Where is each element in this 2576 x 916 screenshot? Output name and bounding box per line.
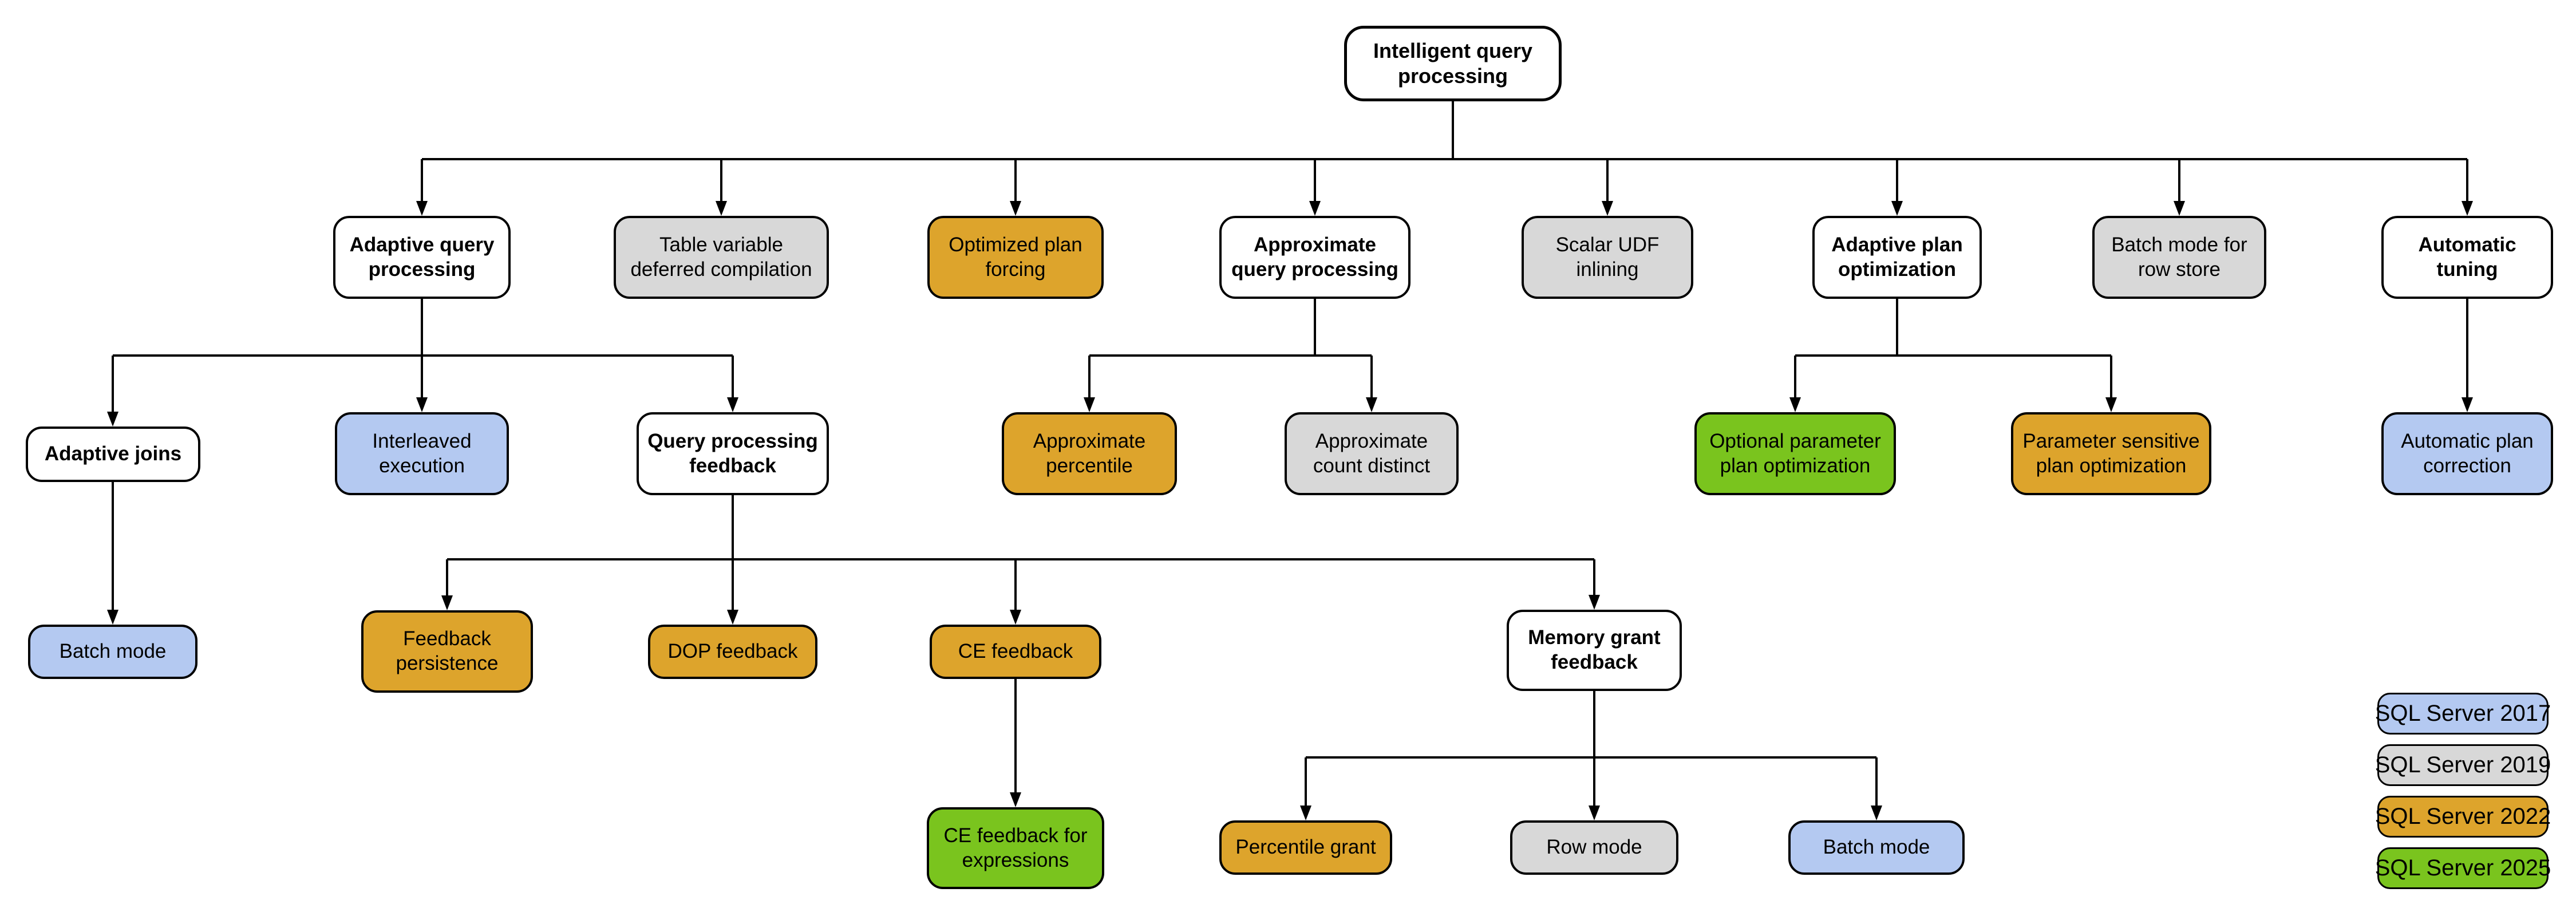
node-label: Parameter sensitive plan optimization — [2022, 429, 2200, 477]
node-table-variable-deferred-compilation: Table variable deferred compilation — [614, 216, 829, 299]
arrowhead-icon — [1010, 610, 1021, 625]
arrowhead-icon — [1589, 595, 1600, 610]
node-adaptive-query-processing: Adaptive query processing — [333, 216, 511, 299]
node-batch-mode-adaptive-joins: Batch mode — [28, 625, 197, 679]
arrowhead-icon — [2462, 201, 2473, 216]
arrowhead-icon — [1309, 201, 1321, 216]
node-optimized-plan-forcing: Optimized plan forcing — [927, 216, 1104, 299]
node-feedback-persistence: Feedback persistence — [361, 610, 533, 693]
node-intelligent-query-processing: Intelligent query processing — [1344, 26, 1562, 101]
node-adaptive-joins: Adaptive joins — [26, 427, 200, 482]
arrowhead-icon — [416, 201, 428, 216]
arrowhead-icon — [1789, 397, 1801, 412]
node-label: Table variable deferred compilation — [630, 233, 812, 281]
node-optional-parameter-plan-optimization: Optional parameter plan optimization — [1694, 412, 1896, 495]
node-label: Automatic tuning — [2418, 233, 2516, 281]
node-interleaved-execution: Interleaved execution — [335, 412, 509, 495]
node-approximate-count-distinct: Approximate count distinct — [1285, 412, 1459, 495]
arrowhead-icon — [727, 610, 738, 625]
node-dop-feedback: DOP feedback — [648, 625, 817, 679]
arrowhead-icon — [1871, 806, 1882, 820]
node-label: Optional parameter plan optimization — [1709, 429, 1881, 477]
node-label: Approximate percentile — [1033, 429, 1146, 477]
arrowhead-icon — [2174, 201, 2185, 216]
node-label: Approximate query processing — [1231, 233, 1398, 281]
node-adaptive-plan-optimization: Adaptive plan optimization — [1812, 216, 1982, 299]
arrowhead-icon — [1602, 201, 1613, 216]
node-label: Feedback persistence — [396, 627, 499, 674]
arrowhead-icon — [416, 397, 428, 412]
legend-label: SQL Server 2019 — [2374, 752, 2551, 777]
legend-item-sql-server-2025: SQL Server 2025 — [2374, 847, 2551, 889]
node-label: CE feedback for expressions — [943, 824, 1088, 871]
node-ce-feedback: CE feedback — [930, 625, 1101, 679]
node-label: Adaptive query processing — [349, 233, 495, 281]
node-query-processing-feedback: Query processing feedback — [637, 412, 829, 495]
node-label: Optimized plan forcing — [949, 233, 1082, 281]
node-label: Percentile grant — [1235, 836, 1376, 859]
legend-label: SQL Server 2025 — [2374, 855, 2551, 881]
node-automatic-plan-correction: Automatic plan correction — [2381, 412, 2553, 495]
node-label: Memory grant feedback — [1528, 626, 1661, 673]
arrowhead-icon — [107, 610, 118, 625]
node-approximate-percentile: Approximate percentile — [1002, 412, 1177, 495]
node-label: Batch mode — [1823, 836, 1930, 859]
arrowhead-icon — [716, 201, 727, 216]
legend-item-sql-server-2019: SQL Server 2019 — [2374, 744, 2551, 786]
legend-item-sql-server-2017: SQL Server 2017 — [2374, 693, 2551, 735]
arrowhead-icon — [1084, 397, 1095, 412]
arrowhead-icon — [1010, 201, 1021, 216]
arrowhead-icon — [2105, 397, 2117, 412]
node-automatic-tuning: Automatic tuning — [2381, 216, 2553, 299]
arrowhead-icon — [727, 397, 738, 412]
arrowhead-icon — [1366, 397, 1377, 412]
node-label: Intelligent query processing — [1373, 39, 1533, 88]
node-label: Query processing feedback — [647, 429, 818, 477]
node-label: Row mode — [1546, 836, 1642, 859]
legend-item-sql-server-2022: SQL Server 2022 — [2374, 796, 2551, 838]
arrowhead-icon — [107, 412, 118, 427]
node-memory-grant-feedback: Memory grant feedback — [1507, 610, 1682, 691]
node-label: Automatic plan correction — [2401, 429, 2534, 477]
legend-label: SQL Server 2017 — [2374, 701, 2551, 726]
node-label: CE feedback — [958, 640, 1073, 663]
node-label: Batch mode for row store — [2111, 233, 2247, 281]
node-label: Batch mode — [59, 640, 167, 663]
node-batch-mode-for-row-store: Batch mode for row store — [2092, 216, 2266, 299]
node-label: DOP feedback — [667, 640, 798, 663]
node-batch-mode-memory-grant: Batch mode — [1788, 820, 1965, 875]
node-label: Scalar UDF inlining — [1555, 233, 1660, 281]
node-approximate-query-processing: Approximate query processing — [1219, 216, 1411, 299]
node-label: Adaptive joins — [44, 443, 182, 465]
arrowhead-icon — [1010, 792, 1021, 807]
node-label: Interleaved execution — [372, 429, 472, 477]
node-label: Adaptive plan optimization — [1831, 233, 1963, 281]
node-label: Approximate count distinct — [1313, 429, 1431, 477]
node-ce-feedback-for-expressions: CE feedback for expressions — [927, 807, 1104, 889]
legend-label: SQL Server 2022 — [2374, 804, 2551, 829]
arrowhead-icon — [1589, 806, 1600, 820]
node-percentile-grant: Percentile grant — [1219, 820, 1392, 875]
node-scalar-udf-inlining: Scalar UDF inlining — [1522, 216, 1693, 299]
arrowhead-icon — [441, 595, 453, 610]
node-row-mode: Row mode — [1510, 820, 1678, 875]
node-parameter-sensitive-plan-optimization: Parameter sensitive plan optimization — [2011, 412, 2211, 495]
arrowhead-icon — [1300, 806, 1311, 820]
arrowhead-icon — [1891, 201, 1903, 216]
arrowhead-icon — [2462, 397, 2473, 412]
